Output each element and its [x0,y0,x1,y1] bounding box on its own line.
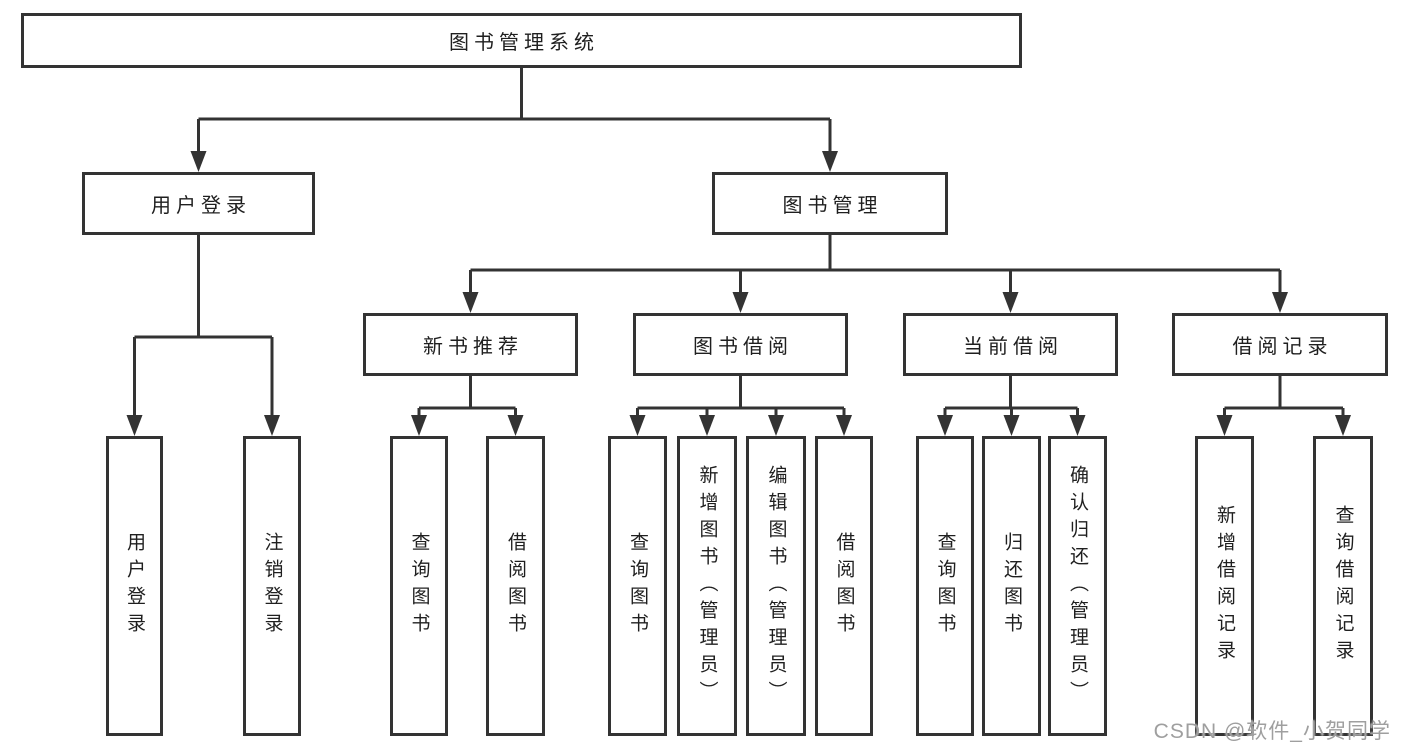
node-leaf-query-books-borrow: 查询图书 [608,436,667,736]
node-leaf-query-books-current: 查询图书 [916,436,974,736]
node-leaf-confirm-return-admin: 确认归还（管理员） [1048,436,1107,736]
node-current-borrow: 当前借阅 [903,313,1118,376]
node-user-login: 用户登录 [82,172,315,235]
node-new-book-recommend: 新书推荐 [363,313,578,376]
node-leaf-add-books-admin: 新增图书（管理员） [677,436,737,736]
node-book-borrow: 图书借阅 [633,313,848,376]
node-leaf-borrow-books-recommend: 借阅图书 [486,436,545,736]
csdn-watermark: CSDN @软件_小贺同学 [1153,720,1391,743]
node-leaf-borrow-books: 借阅图书 [815,436,873,736]
node-leaf-logout: 注销登录 [243,436,301,736]
node-borrow-records: 借阅记录 [1172,313,1388,376]
node-leaf-query-borrow-record: 查询借阅记录 [1313,436,1373,736]
node-leaf-user-login: 用户登录 [106,436,163,736]
node-leaf-edit-books-admin: 编辑图书（管理员） [746,436,806,736]
node-library-system: 图书管理系统 [21,13,1022,68]
node-book-management: 图书管理 [712,172,948,235]
node-leaf-query-books-recommend: 查询图书 [390,436,448,736]
node-leaf-add-borrow-record: 新增借阅记录 [1195,436,1254,736]
node-leaf-return-books: 归还图书 [982,436,1041,736]
